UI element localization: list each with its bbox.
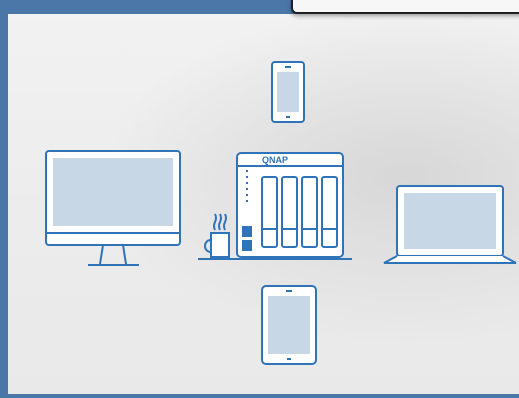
nas-logo-text: QNAP xyxy=(262,155,288,165)
devices-illustration: QNAP xyxy=(8,0,519,398)
tablet-icon xyxy=(262,286,316,364)
nas-usb-port-icon xyxy=(242,226,252,237)
desktop-monitor-icon xyxy=(46,151,180,265)
laptop-icon xyxy=(384,186,516,263)
nas-button-icon xyxy=(242,240,252,251)
coffee-mug-icon xyxy=(205,214,229,257)
nas-device-icon: QNAP xyxy=(237,153,343,257)
phone-icon xyxy=(272,62,304,122)
